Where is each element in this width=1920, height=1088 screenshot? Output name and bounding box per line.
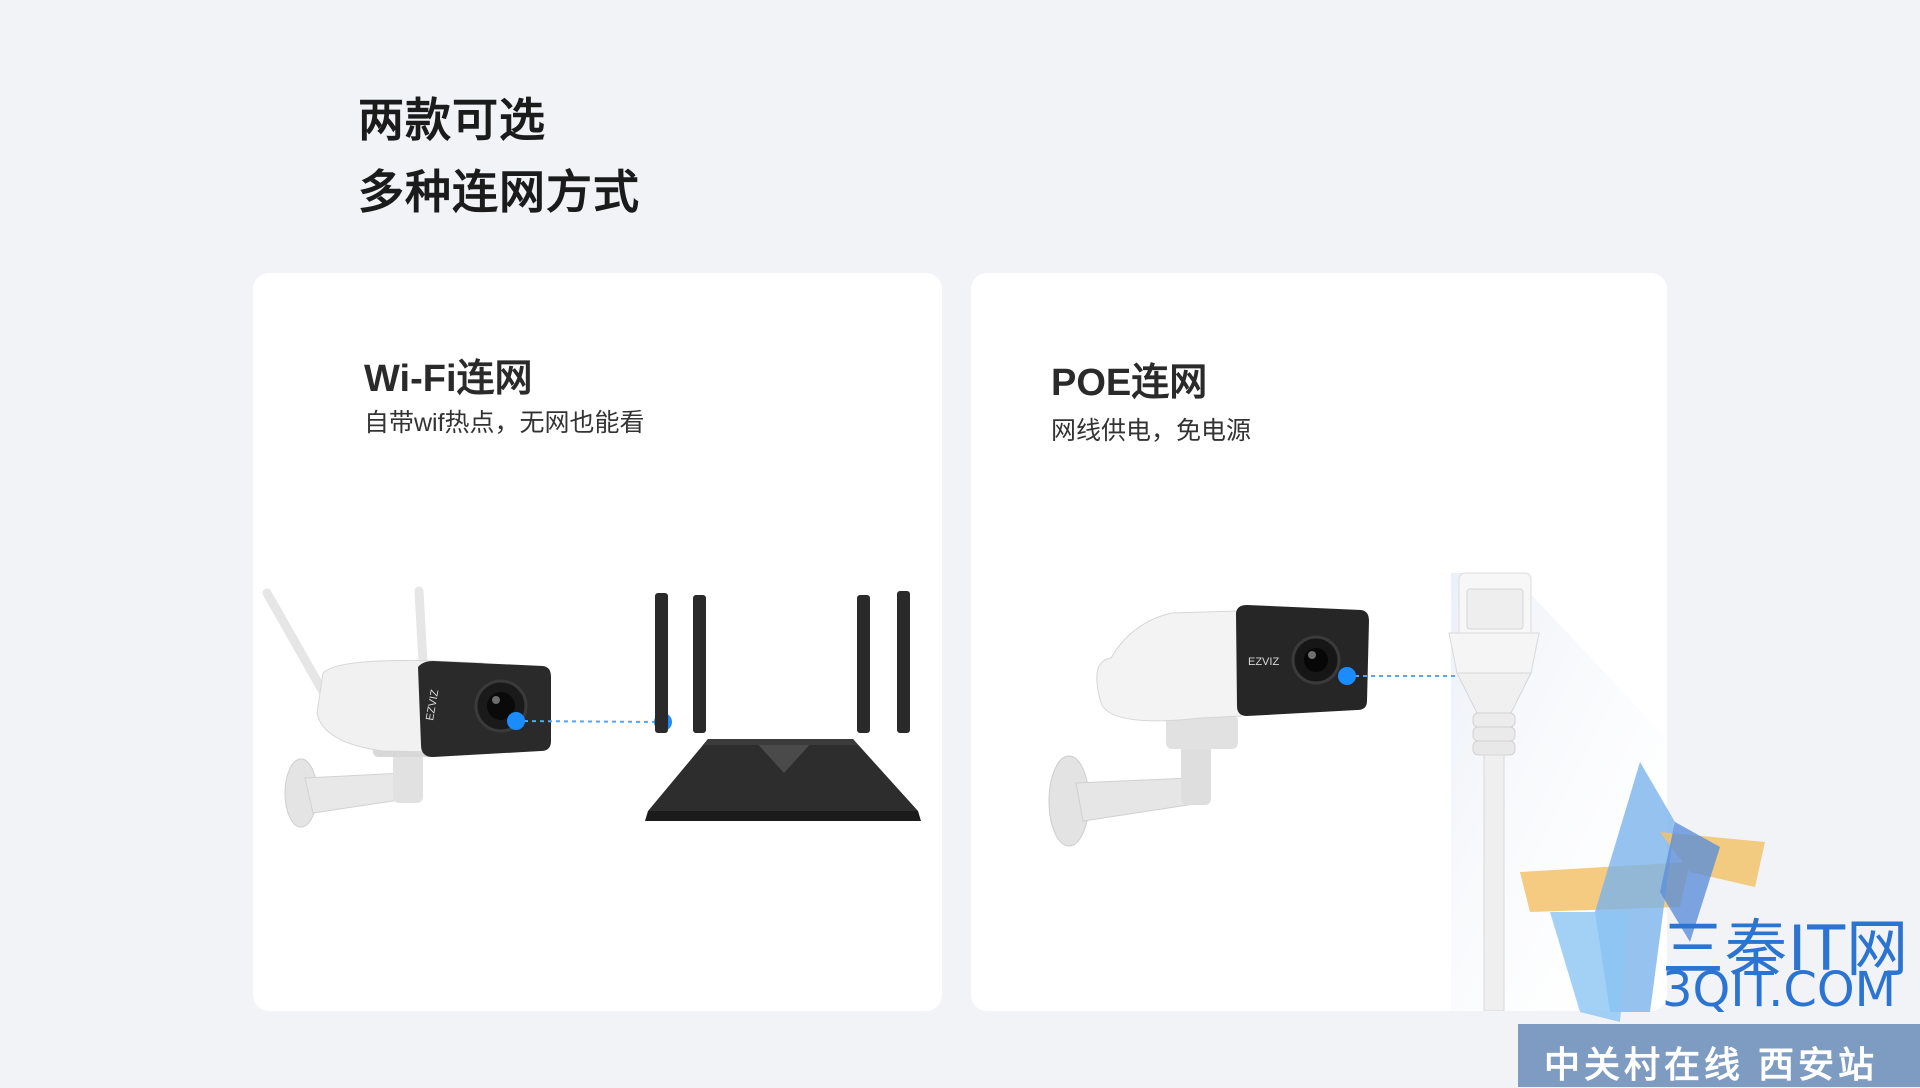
ethernet-plug-icon — [1448, 572, 1540, 1011]
camera-icon: EZVIZ — [262, 586, 551, 828]
camera-icon: EZVIZ — [1048, 605, 1369, 847]
wifi-card: Wi-Fi连网 自带wif热点，无网也能看 EZVIZ — [253, 273, 942, 1011]
wifi-illustration: EZVIZ — [262, 586, 921, 828]
wifi-card-subtitle: 自带wif热点，无网也能看 — [364, 409, 645, 437]
watermark-cn-text: 三秦IT网 — [1662, 912, 1910, 985]
camera-logo-text: EZVIZ — [424, 688, 441, 721]
link-dot-camera — [1338, 667, 1356, 685]
router-icon — [645, 591, 921, 821]
headline-line-1: 两款可选 — [358, 94, 546, 146]
poe-card-subtitle: 网线供电，免电源 — [1051, 417, 1252, 445]
watermark-logo — [1520, 762, 1765, 1022]
watermark-banner: 中关村在线 西安站 — [1518, 1024, 1920, 1087]
headline-line-2: 多种连网方式 — [358, 166, 640, 218]
watermark-banner-text: 中关村在线 西安站 — [1544, 1044, 1879, 1085]
poe-card-title: POE连网 — [1051, 362, 1208, 404]
camera-logo-text: EZVIZ — [1248, 656, 1279, 668]
headline: 两款可选 多种连网方式 — [358, 84, 640, 228]
wifi-card-title: Wi-Fi连网 — [364, 358, 533, 400]
link-dot-camera — [507, 712, 525, 730]
watermark-en-text: 3QIT.COM — [1662, 962, 1897, 1018]
